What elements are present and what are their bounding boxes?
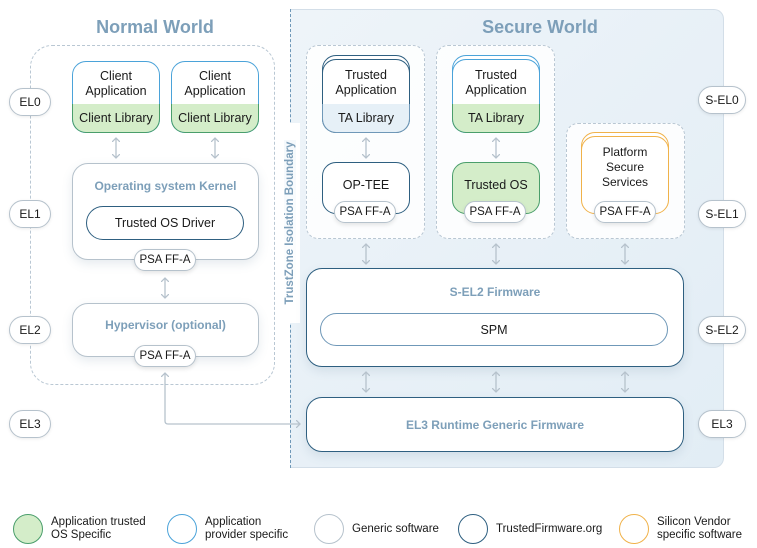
legend-generic: Generic software [314, 514, 439, 544]
legend-blue-circle-icon [167, 514, 197, 544]
client-application-label: Client Application [85, 69, 147, 98]
sel2-firmware-title: S-EL2 Firmware [449, 285, 541, 299]
client-application-2: Client Application Client Library [171, 61, 259, 133]
legend-label: specific software [657, 529, 743, 541]
kernel-psa-ffa: PSA FF-A [134, 249, 196, 271]
trusted-application-optee: Trusted Application TA Library [322, 59, 410, 133]
ta-library-border [322, 104, 410, 133]
client-library-label: Client Library [73, 104, 159, 132]
trustzone-boundary-text: TrustZone Isolation Boundary [284, 139, 296, 307]
trusted-application-tos: Trusted Application TA Library [452, 59, 540, 133]
s-el2-label: S-EL2 [698, 316, 746, 344]
os-kernel-title: Operating system Kernel [94, 179, 237, 193]
s-el1-label: S-EL1 [698, 200, 746, 228]
platform-psa-ffa: PSA FF-A [594, 201, 656, 223]
el1-label: EL1 [9, 200, 51, 228]
el0-label: EL0 [9, 88, 51, 116]
legend-green-circle-icon [13, 514, 43, 544]
ta-library-label: TA Library [453, 104, 539, 132]
platform-secure-services-label: Platform Secure Services [601, 144, 648, 189]
normal-world-title: Normal World [96, 17, 214, 37]
trustzone-boundary-label: TrustZone Isolation Boundary [284, 123, 300, 323]
secure-world-title: Secure World [482, 17, 598, 37]
legend-trustedfirmware: TrustedFirmware.org [458, 514, 602, 544]
hypervisor-psa-ffa: PSA FF-A [134, 345, 196, 367]
legend-label: Generic software [352, 522, 439, 535]
client-library-border [72, 104, 160, 133]
legend-orange-circle-icon [619, 514, 649, 544]
client-library-border [171, 104, 259, 133]
legend-label: Application [205, 516, 262, 528]
legend-label: Silicon Vendor [657, 516, 731, 528]
spm-box: SPM [320, 313, 668, 346]
client-application-label: Client Application [184, 69, 246, 98]
hypervisor-title: Hypervisor (optional) [105, 318, 226, 332]
trusted-application-label: Trusted Application [465, 68, 527, 97]
trusted-os-driver: Trusted OS Driver [86, 206, 244, 240]
ta-library-label: TA Library [323, 104, 409, 132]
legend-label: provider specific [205, 529, 289, 541]
legend-label: TrustedFirmware.org [496, 522, 603, 535]
legend-gray-circle-icon [314, 514, 344, 544]
legend-label: OS Specific [51, 529, 112, 541]
legend-navy-circle-icon [458, 514, 488, 544]
legend-label: Application trusted [51, 516, 146, 528]
s-el0-label: S-EL0 [698, 86, 746, 114]
optee-psa-ffa: PSA FF-A [334, 201, 396, 223]
ta-library-border [452, 104, 540, 133]
el3-firmware-box: EL3 Runtime Generic Firmware [306, 397, 684, 452]
trusted-os-psa-ffa: PSA FF-A [464, 201, 526, 223]
el3-firmware-title: EL3 Runtime Generic Firmware [405, 417, 585, 432]
el3-label: EL3 [9, 410, 51, 438]
client-library-label: Client Library [172, 104, 258, 132]
trusted-application-label: Trusted Application [335, 68, 397, 97]
el2-label: EL2 [9, 316, 51, 344]
s-el3-label: EL3 [698, 410, 746, 438]
optee-label: OP-TEE [342, 177, 390, 192]
trusted-os-label: Trusted OS [464, 177, 528, 192]
